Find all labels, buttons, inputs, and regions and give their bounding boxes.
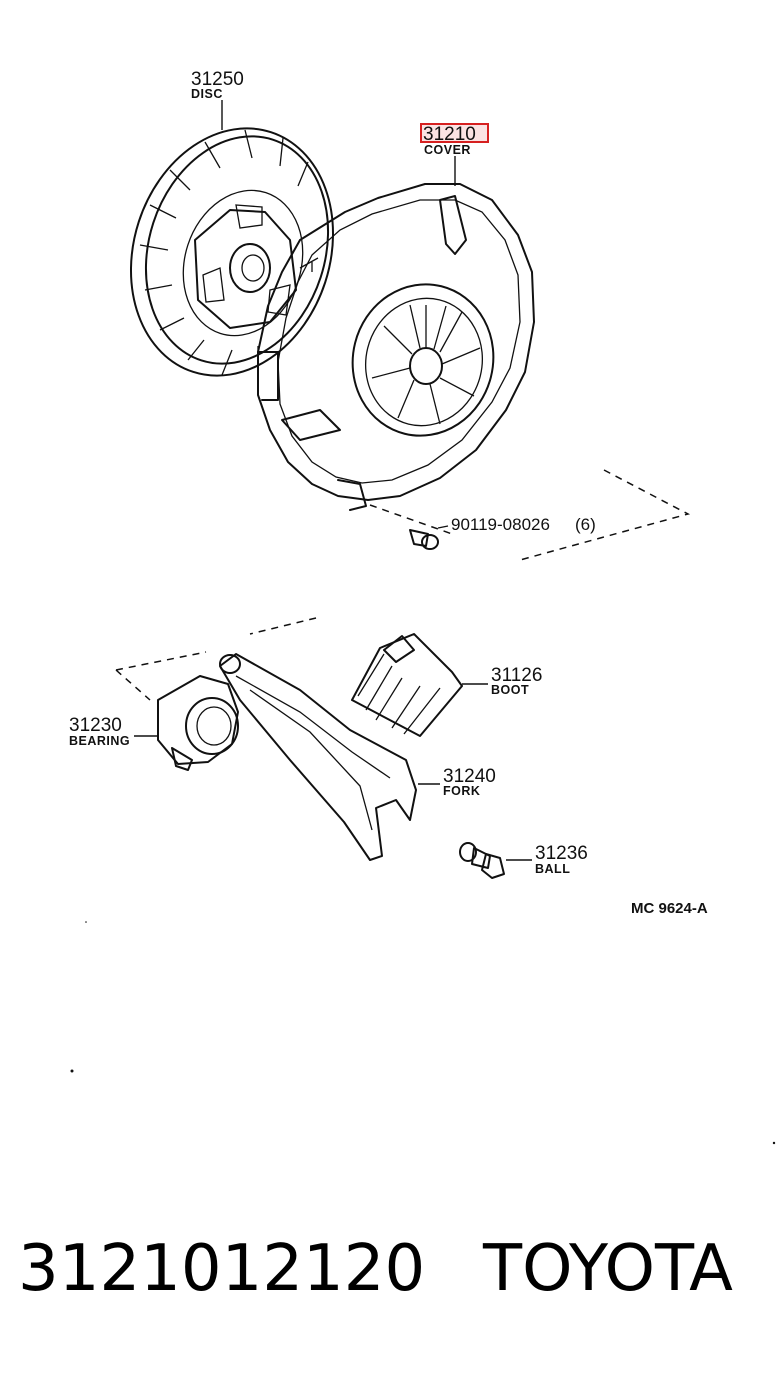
ball-drawing [459,842,505,879]
boot-drawing [351,633,488,737]
svg-text:90119-08026: 90119-08026 [451,515,550,534]
part-label-31236: 31236 BALL [506,843,588,876]
svg-text:31230: 31230 [69,715,122,736]
clutch-disc-drawing [129,127,335,377]
footer-part-number: 3121012120 [18,1232,426,1306]
svg-text:(6): (6) [575,515,596,534]
svg-text:31236: 31236 [535,843,588,864]
part-label-31230: 31230 BEARING [69,715,158,748]
svg-text:BALL: BALL [535,862,570,876]
svg-text:31250: 31250 [191,69,244,90]
svg-text:COVER: COVER [424,143,471,157]
bearing-drawing [157,675,239,771]
svg-text:BOOT: BOOT [491,683,529,697]
clutch-cover-drawing [257,183,535,511]
part-label-31250: 31250 DISC [191,69,244,130]
svg-text:DISC: DISC [191,87,223,101]
fork-drawing [219,653,417,861]
part-label-31126: 31126 BOOT [491,665,542,697]
part-label-31210: 31210 COVER [420,123,489,186]
footer-brand: TOYOTA [483,1232,733,1306]
svg-text:BEARING: BEARING [69,734,130,748]
diagram-reference: MC 9624-A [631,900,708,917]
svg-text:31126: 31126 [491,665,542,686]
part-label-90119-08026: 90119-08026 (6) [437,515,596,534]
footer-caption: 3121012120 TOYOTA [18,1232,768,1322]
part-label-31240: 31240 FORK [418,766,496,798]
svg-text:FORK: FORK [443,784,480,798]
highlight-box [420,123,489,143]
svg-text:31240: 31240 [443,766,496,787]
bolt-drawing [409,529,439,550]
svg-text:31210: 31210 [423,124,476,145]
